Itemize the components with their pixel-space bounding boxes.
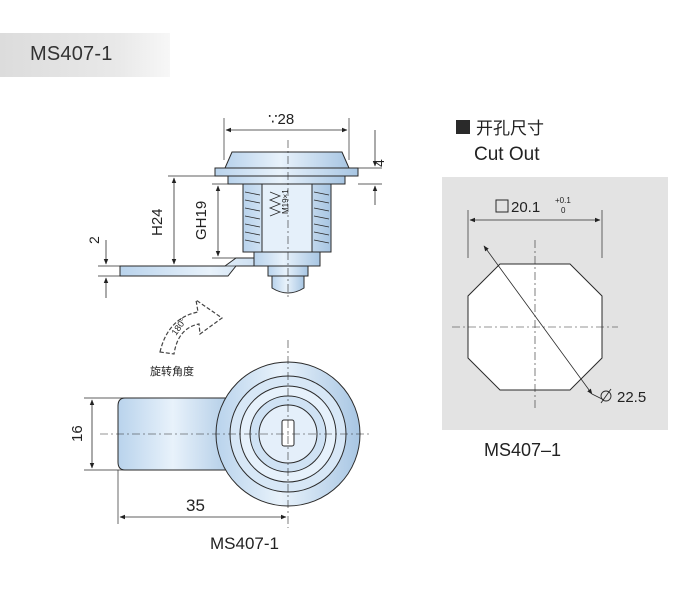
cutout-diameter-label: 22.5 — [617, 389, 646, 406]
square-size-label: 20.1 — [511, 199, 540, 216]
tolerance-plus-label: +0.1 — [555, 196, 571, 205]
diameter-28-label: ∵28 — [268, 111, 294, 128]
rotation-caption: 旋转角度 — [150, 364, 194, 378]
bullet-square-icon — [456, 120, 470, 134]
cutout-model-label: MS407–1 — [484, 440, 561, 460]
front-length-label: 35 — [186, 496, 205, 515]
thread-mark: M19×1 — [281, 189, 290, 214]
model-title-tab: MS407-1 — [0, 33, 170, 77]
cutout-heading-en: Cut Out — [474, 144, 540, 165]
cutout-diagram — [452, 199, 618, 410]
front-view — [84, 340, 372, 528]
cam-thickness-label: 2 — [86, 236, 102, 244]
tolerance-zero-label: 0 — [561, 206, 566, 215]
cutout-heading-cn: 开孔尺寸 — [476, 119, 544, 139]
top-thickness-label: 4 — [371, 159, 387, 167]
model-title: MS407-1 — [30, 43, 113, 65]
thread-gh-label: GH19 — [193, 201, 210, 240]
side-view: M19×1 H24 GH19 2 — [86, 118, 382, 300]
front-height-label: 16 — [69, 425, 86, 442]
height-h-label: H24 — [149, 208, 166, 236]
front-model-label: MS407-1 — [210, 534, 279, 553]
rotation-arrow-icon: 180° — [159, 298, 224, 355]
